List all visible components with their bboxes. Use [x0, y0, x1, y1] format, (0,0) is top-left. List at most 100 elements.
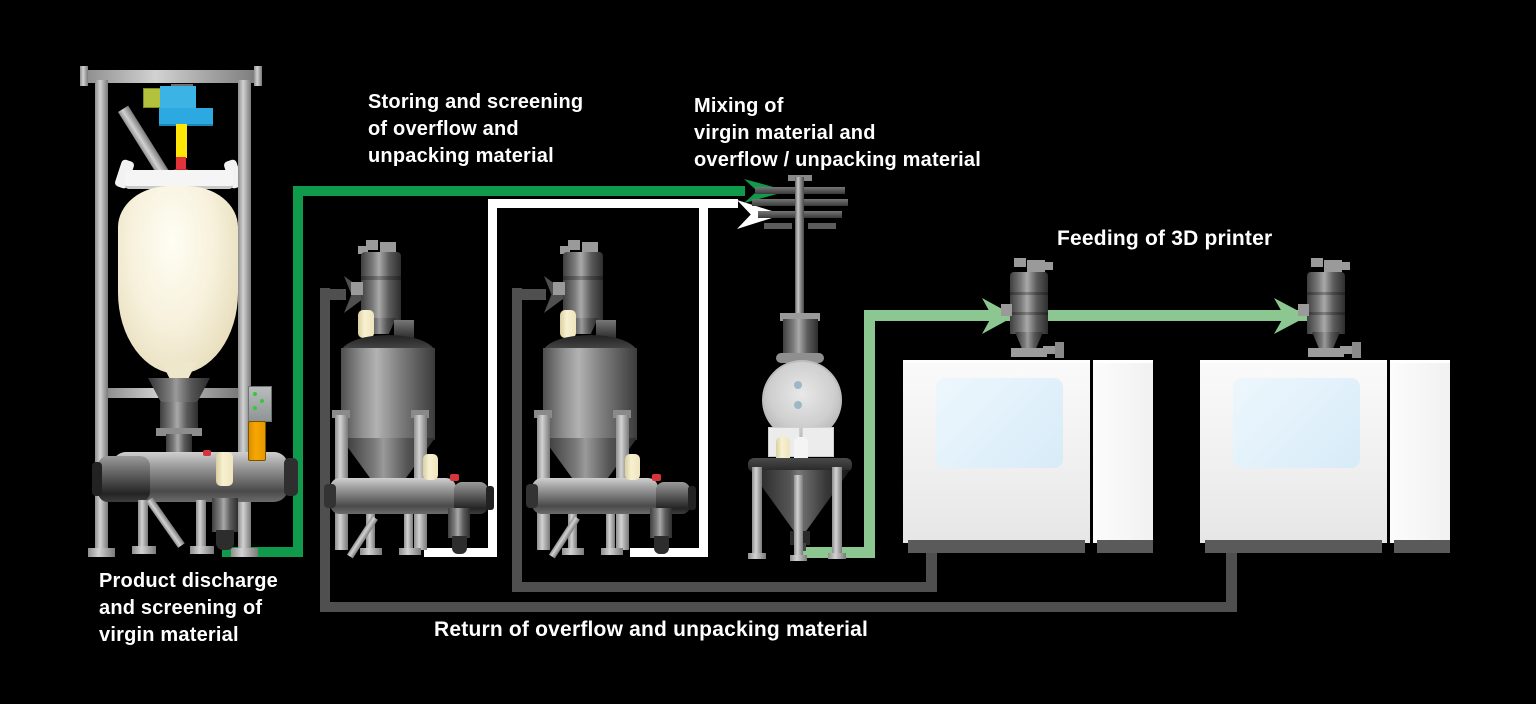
mixer-receiver [783, 319, 818, 357]
vessel-top-fitting [582, 242, 598, 254]
screener-cream-cylinder [216, 452, 233, 486]
screener-outlet [448, 508, 470, 538]
virgin-line-bottom [222, 547, 303, 557]
hopper-leg [752, 467, 762, 557]
mixed-line-riser [864, 310, 875, 558]
discharge-neck [160, 402, 198, 430]
return1-drop [926, 552, 937, 592]
manifold-stub [764, 223, 792, 229]
screener-body [330, 478, 456, 514]
virgin-line-top [293, 186, 745, 196]
overflow-line-v2-bottom [630, 548, 708, 557]
virgin-line-riser [293, 186, 303, 557]
leg-bracket [613, 410, 631, 418]
label-line: Product discharge [99, 570, 278, 592]
feeder-top-fitting [1027, 260, 1045, 272]
support-leg [366, 514, 375, 552]
receiver-band [563, 276, 603, 280]
orange-valve-box [248, 421, 266, 461]
station-leg-a [138, 500, 148, 548]
label-feeding: Feeding of 3D printer [1057, 225, 1272, 252]
support-foot [601, 548, 623, 555]
frame-end-plate-left [80, 66, 88, 86]
label-mixing: Mixing of virgin material and overflow /… [694, 93, 981, 174]
feeder-valve [1055, 342, 1064, 358]
label-line: and screening of [99, 597, 263, 619]
feeder-valve [1340, 346, 1356, 354]
feeder-valve [1352, 342, 1361, 358]
printer-1 [897, 258, 1159, 558]
feeder-valve [1043, 346, 1059, 354]
screener-outlet [212, 498, 238, 532]
printer-base [908, 540, 1085, 553]
feeder-flange [1308, 348, 1344, 357]
overflow-line-top [488, 199, 738, 208]
support-foot [562, 548, 584, 555]
printer-2 [1194, 258, 1456, 558]
printer-side-base [1097, 540, 1153, 553]
screener-cream-cylinder [625, 454, 640, 480]
vessel-top-fitting [380, 242, 396, 254]
screener-infeed [166, 434, 192, 456]
label-line: Mixing of [694, 95, 784, 117]
hoist-hook [176, 157, 186, 171]
hopper-leg [832, 467, 842, 557]
feeder-top-fitting [1311, 258, 1323, 267]
return2-arm [320, 289, 346, 300]
screener-left-cap [324, 484, 336, 508]
flex-sleeve [358, 310, 374, 338]
feeder-cone [1312, 332, 1340, 348]
label-storing: Storing and screening of overflow and un… [368, 89, 583, 170]
screener-motor [98, 456, 150, 502]
station-foot-b [190, 546, 214, 554]
overflow-line-v2-riser [699, 205, 708, 557]
station-brace-a [146, 497, 185, 548]
rotary-valve-motor [596, 320, 616, 338]
feeder-top-fitting [1340, 262, 1350, 270]
leg-bracket [332, 410, 350, 418]
frame-end-plate-right [254, 66, 262, 86]
storage-vessel-2 [526, 240, 696, 559]
screener-motor-cap [688, 486, 696, 510]
receiver-inlet-stub [351, 282, 363, 295]
screener-cream-cylinder [423, 454, 438, 480]
hopper-leg [794, 475, 803, 559]
screener-end-cap [284, 458, 298, 496]
hopper-foot [790, 555, 807, 561]
feeder-band [1010, 292, 1048, 295]
feeder-band [1307, 292, 1345, 295]
leg-bracket [411, 410, 429, 418]
storage-vessel-1 [324, 240, 494, 559]
label-line: virgin material and [694, 122, 876, 144]
return2-riser [320, 288, 330, 612]
printer-feeder [1010, 272, 1048, 334]
frame-top-beam [86, 70, 260, 83]
printer-window [1233, 378, 1360, 468]
label-line: unpacking material [368, 145, 554, 167]
feeder-top-fitting [1043, 262, 1053, 270]
return2-drop [1226, 552, 1237, 612]
screener-red-knob [203, 450, 211, 456]
feeder-inlet-stub [1298, 304, 1309, 316]
control-panel-led-1 [253, 392, 257, 396]
frame-foot-right [231, 548, 258, 557]
label-line: Feeding of 3D printer [1057, 227, 1273, 250]
feeder-flange [1011, 348, 1047, 357]
feeder-cone [1015, 332, 1043, 348]
screener-outlet-cap [654, 536, 669, 554]
frame-post-left [95, 80, 108, 556]
rotary-valve-motor [394, 320, 414, 338]
label-product-discharge: Product discharge and screening of virgi… [99, 568, 278, 649]
vessel-top-fitting [366, 240, 378, 250]
return2-horizontal [320, 602, 1237, 612]
mixer-top-ring [776, 353, 824, 363]
feeder-band [1307, 312, 1345, 315]
receiver-flange [780, 313, 820, 321]
vessel-top-fitting [560, 246, 570, 254]
return1-riser [512, 288, 522, 592]
label-line: overflow / unpacking material [694, 149, 981, 171]
manifold-stub [808, 223, 836, 229]
control-panel-led-3 [253, 406, 257, 410]
printer-base [1205, 540, 1382, 553]
